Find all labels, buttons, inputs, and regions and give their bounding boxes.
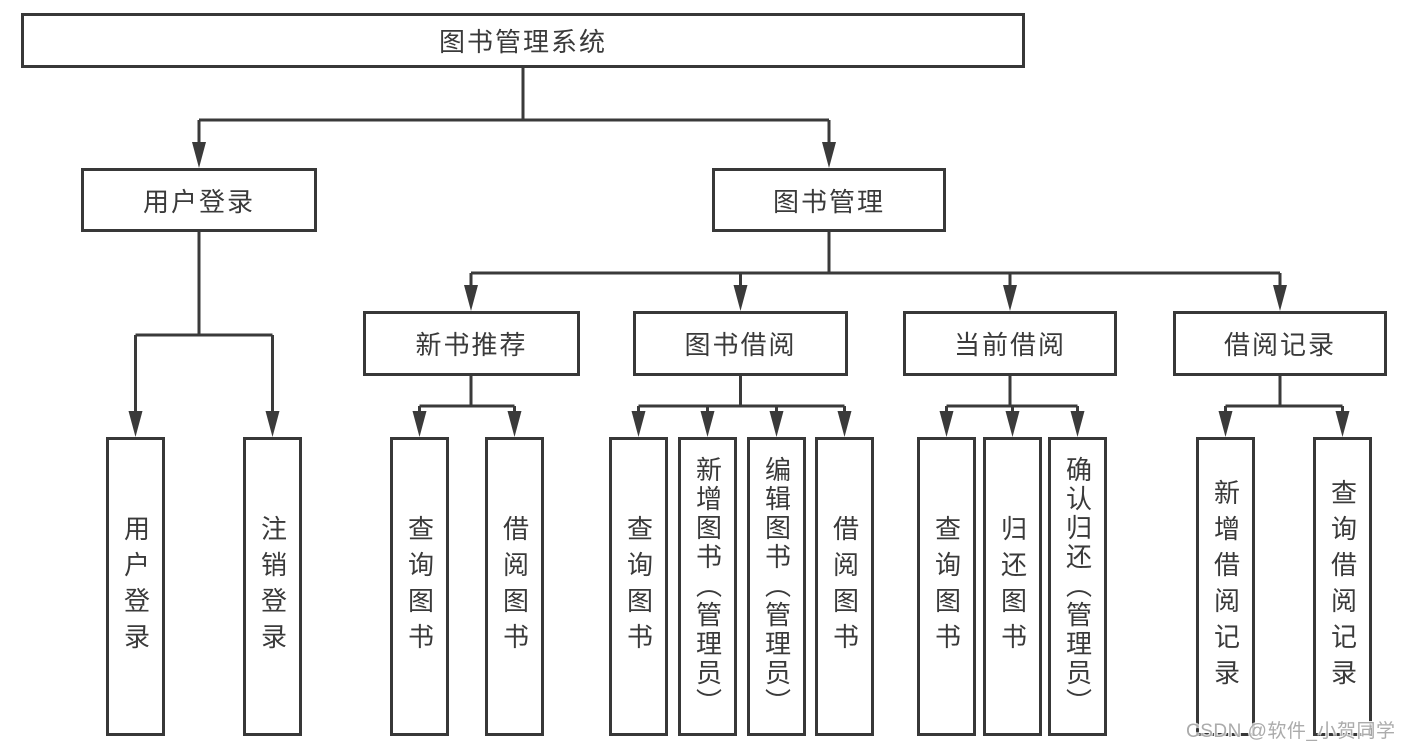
node-book-management-label: 图书管理 [772,186,885,217]
node-book-management: 图书管理 [712,168,946,232]
leaf-recommend-query-books-label: 查询图书 [404,514,435,659]
edge-root-to-level2 [197,68,831,150]
leaf-borrow-borrow-books: 借阅图书 [815,437,874,736]
leaf-borrow-query-books: 查询图书 [609,437,668,736]
node-current-borrow: 当前借阅 [903,311,1117,376]
arrowheads [128,142,1350,437]
node-new-book-recommend-label: 新书推荐 [415,330,528,360]
leaf-user-login: 用户登录 [106,437,165,736]
node-library-system-label: 图书管理系统 [438,27,607,57]
leaf-current-confirm-return-admin-label: 确认归还（管理员） [1062,456,1093,717]
leaf-current-return-books-label: 归还图书 [997,514,1028,659]
edge-bookmgmt-to-level3 [469,232,1282,293]
leaf-borrow-query-books-label: 查询图书 [623,514,654,659]
leaf-borrow-add-book-admin-label: 新增图书（管理员） [692,456,723,717]
node-current-borrow-label: 当前借阅 [953,330,1066,360]
leaf-current-query-books: 查询图书 [917,437,976,736]
node-user-login: 用户登录 [81,168,317,232]
leaf-recommend-borrow-books-label: 借阅图书 [499,514,530,659]
node-new-book-recommend: 新书推荐 [363,311,580,376]
leaf-logout-label: 注销登录 [257,514,288,659]
leaf-borrow-edit-book-admin: 编辑图书（管理员） [747,437,806,736]
leaf-current-query-books-label: 查询图书 [931,514,962,659]
leaf-recommend-query-books: 查询图书 [390,437,449,736]
edge-userlogin-to-leaves [134,232,274,419]
leaf-records-add-borrow-record-label: 新增借阅记录 [1210,478,1241,695]
leaf-current-confirm-return-admin: 确认归还（管理员） [1048,437,1107,736]
node-book-borrow: 图书借阅 [633,311,848,376]
leaf-records-add-borrow-record: 新增借阅记录 [1196,437,1255,736]
node-borrow-records: 借阅记录 [1173,311,1387,376]
leaf-records-query-borrow-record: 查询借阅记录 [1313,437,1372,736]
leaf-borrow-borrow-books-label: 借阅图书 [829,514,860,659]
node-book-borrow-label: 图书借阅 [684,330,797,360]
leaf-records-query-borrow-record-label: 查询借阅记录 [1327,478,1358,695]
leaf-logout: 注销登录 [243,437,302,736]
node-borrow-records-label: 借阅记录 [1223,330,1336,360]
leaf-borrow-add-book-admin: 新增图书（管理员） [678,437,737,736]
leaf-user-login-label: 用户登录 [120,514,151,659]
node-library-system: 图书管理系统 [21,13,1025,68]
leaf-borrow-edit-book-admin-label: 编辑图书（管理员） [761,456,792,717]
leaf-current-return-books: 归还图书 [983,437,1042,736]
edge-recommend-to-leaves [418,376,516,419]
leaf-recommend-borrow-books: 借阅图书 [485,437,544,736]
csdn-watermark: CSDN @软件_小贺同学 [1186,721,1396,742]
node-user-login-label: 用户登录 [142,186,255,217]
edge-bookborrow-to-leaves [637,376,846,419]
edge-records-to-leaves [1224,376,1344,419]
